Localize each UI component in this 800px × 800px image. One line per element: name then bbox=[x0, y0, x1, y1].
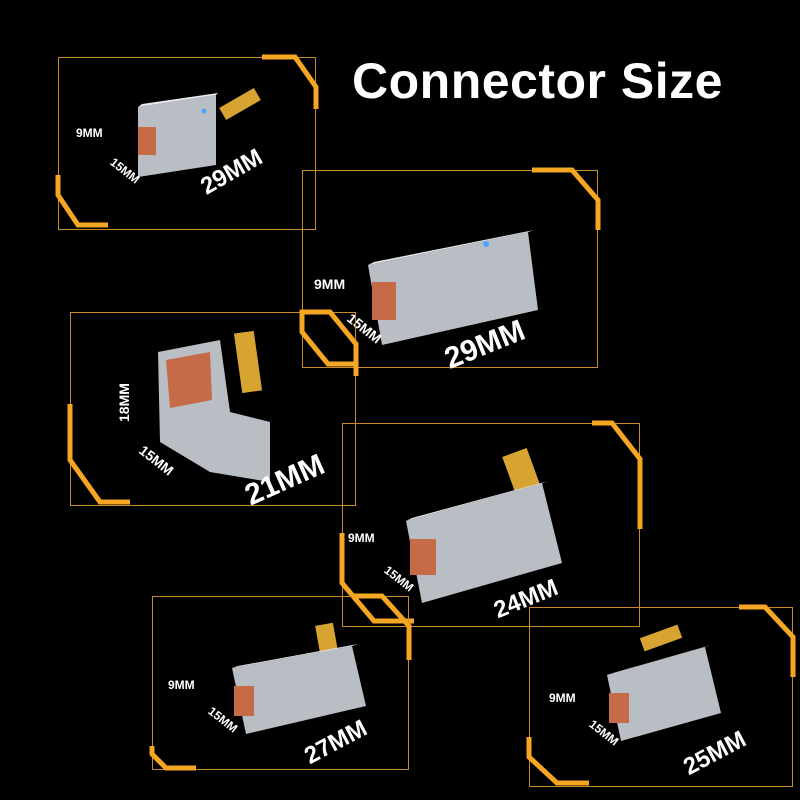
panel-1-frame bbox=[55, 54, 319, 228]
height-label-2: 9MM bbox=[314, 276, 346, 292]
panel-2-frame bbox=[299, 167, 601, 367]
connector-panel-5: 9MM 15MM 27MM bbox=[149, 593, 412, 771]
usb-adapter-side-angle-image bbox=[607, 624, 721, 741]
connector-panel-3: 18MM 15MM 21MM bbox=[67, 309, 359, 512]
height-label-5: 9MM bbox=[168, 678, 195, 692]
height-label-6: 9MM bbox=[549, 691, 576, 705]
height-label-1: 9MM bbox=[76, 126, 103, 140]
usb-adapter-angled-image bbox=[232, 622, 366, 734]
height-label-3: 18MM bbox=[116, 383, 132, 422]
usb-adapter-l-shape-image bbox=[158, 330, 270, 482]
page-title: Connector Size bbox=[352, 53, 723, 109]
connector-panel-1: 9MM 15MM 29MM bbox=[55, 54, 319, 230]
panel-3-frame bbox=[67, 309, 359, 505]
connector-panel-6: 9MM 15MM 25MM bbox=[526, 604, 796, 787]
panel-4-frame bbox=[339, 420, 643, 624]
usb-adapter-right-angle-image bbox=[406, 448, 562, 603]
usb-adapter-straight-image bbox=[138, 87, 261, 177]
connector-panel-2: 9MM 15MM 29MM bbox=[299, 167, 601, 376]
panel-5-frame bbox=[149, 593, 412, 771]
usb-adapter-straight-large-image bbox=[368, 230, 538, 345]
connector-panel-4: 9MM 15MM 24MM bbox=[339, 420, 643, 627]
height-label-4: 9MM bbox=[348, 531, 375, 545]
panel-6-frame bbox=[526, 604, 796, 786]
